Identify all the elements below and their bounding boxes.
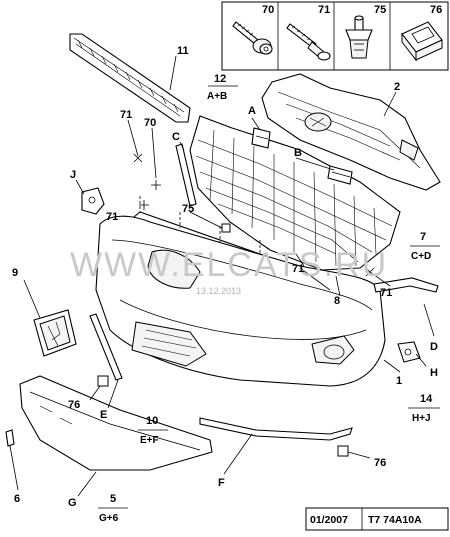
part-bracket-b: [327, 165, 353, 185]
leader-lines: [9, 55, 435, 497]
callout-5: 5: [110, 493, 116, 505]
callout-71-a: 71: [120, 109, 132, 121]
fastener-markers: [97, 153, 375, 457]
callout-75: 75: [182, 203, 194, 215]
square-clip-icon: [401, 21, 443, 62]
callout-6: 6: [14, 493, 20, 505]
legend-num-75: 75: [374, 4, 386, 16]
part-moulding-e: [89, 313, 123, 381]
label-a: A: [248, 105, 256, 117]
callout-9: 9: [12, 267, 18, 279]
label-j: J: [70, 169, 76, 181]
part-strip-d: [373, 277, 439, 293]
part-lower-strip-f: [199, 417, 353, 441]
callout-11: 11: [177, 45, 189, 57]
square-marker: [97, 375, 109, 387]
plus-marker: [139, 200, 149, 210]
footer-date: 01/2007: [310, 514, 348, 526]
part-lower-skirt-g: [19, 375, 213, 471]
footer-frame: [305, 507, 449, 531]
callout-8: 8: [334, 295, 340, 307]
callout-14: 14: [420, 393, 433, 405]
watermark-date: 13.12.2013: [196, 286, 241, 296]
part-upper-support: [261, 73, 441, 191]
screw-with-washer-icon: [232, 21, 273, 55]
square-marker: [337, 445, 349, 457]
legend-num-76: 76: [430, 4, 442, 16]
legend-num-70: 70: [262, 4, 274, 16]
bolt-icon: [286, 23, 331, 61]
label-g: G: [68, 497, 77, 509]
callout-12-sub: A+B: [207, 91, 227, 102]
label-f: F: [218, 477, 225, 489]
callout-labels: 11 2 12 A+B 71 70 A C B J 75 7 C+D 71 8 …: [12, 45, 440, 524]
footer-code: T7 74A10A: [368, 514, 422, 526]
cross-marker: [133, 153, 143, 163]
label-e: E: [100, 409, 107, 421]
callout-70: 70: [144, 117, 156, 129]
part-bracket-a: [251, 127, 271, 149]
callout-10: 10: [146, 415, 158, 427]
part-small-clip: [5, 429, 15, 447]
callout-12: 12: [214, 73, 226, 85]
footer-reference: 01/2007 T7 74A10A: [305, 507, 449, 531]
callout-10-sub: E+F: [140, 435, 159, 446]
part-strip-c: [175, 143, 197, 207]
callout-71-b: 71: [292, 263, 304, 275]
part-upper-grille-strip: [69, 33, 191, 123]
watermark-text: WWW.ELCATS.RU: [70, 246, 388, 284]
rivet-clip-icon: [345, 15, 373, 59]
callout-7: 7: [420, 231, 426, 243]
label-h: H: [430, 367, 438, 379]
callout-71-d: 71: [106, 211, 118, 223]
square-marker: [221, 223, 231, 233]
callout-76-b: 76: [374, 457, 386, 469]
callout-1: 1: [396, 375, 402, 387]
label-d: D: [430, 341, 438, 353]
callout-71-c: 71: [380, 287, 392, 299]
callout-14-sub: H+J: [412, 413, 431, 424]
part-main-grille: [189, 115, 401, 271]
callout-76-a: 76: [68, 399, 80, 411]
label-c: C: [172, 131, 180, 143]
part-right-bracket: [397, 341, 421, 363]
callout-5-sub: G+6: [99, 513, 119, 524]
callout-7-sub: C+D: [411, 251, 431, 262]
label-b: B: [294, 147, 302, 159]
part-bumper-shell: [95, 215, 386, 387]
part-badge: [33, 309, 77, 357]
fastener-legend: 70 71 75 76: [221, 1, 449, 71]
callout-2: 2: [394, 81, 400, 93]
part-left-bracket: [81, 187, 105, 215]
plus-marker: [151, 180, 161, 190]
legend-num-71: 71: [318, 4, 330, 16]
